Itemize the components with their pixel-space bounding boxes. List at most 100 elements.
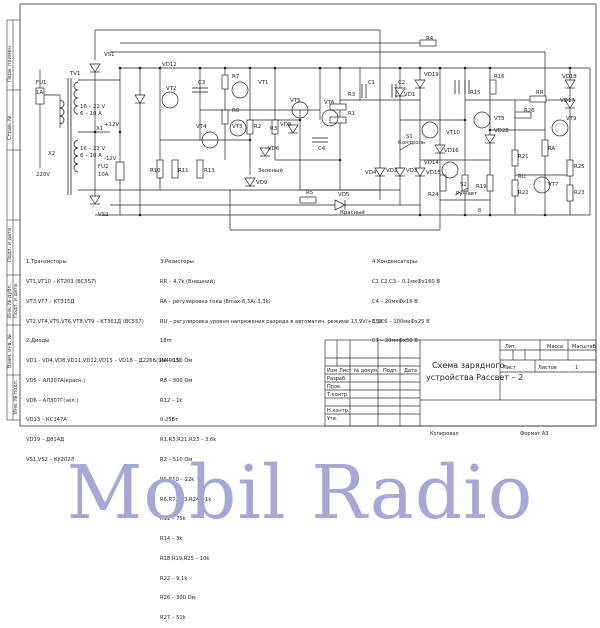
note-line: R26 – 300 Ом [160,595,196,602]
label-s2: S2 [460,182,467,188]
thyristor-vs2 [89,195,101,205]
tb-scale: Масштаб [572,344,596,350]
label-x1: X1 [96,126,103,132]
page-frame [19,3,597,427]
label-r10: R10 [150,168,161,174]
tb-title-line2: устройства Рассвет – 2 [426,373,523,382]
capacitors [192,80,470,143]
stamp-vzam: Взам. инв. № [7,333,13,368]
stamp-podl: Инв. № подл. [13,379,19,414]
label-vt3: VT3 [232,124,242,130]
label-vt9: VT9 [566,116,577,122]
switch-s1 [399,142,413,151]
fuse-fu2 [115,161,125,181]
transformer-tv1 [59,78,79,195]
label-r16: R16 [494,74,505,80]
label-vd1: VD1 [404,92,415,98]
label-c2: C2 [398,80,405,86]
label-vd28: VD28 [494,128,509,134]
label-r15: R15 [470,90,481,96]
notes-transistors-diodes: 1.Транзисторы VT1,VT10 – КТ203 (BC557) V… [26,246,181,470]
label-vd3: VD3 [406,168,417,174]
label-vt7: VT7 [548,182,558,188]
note-line: VT2,VT4,VT5,VT6,VT8,VT9 – КТ361Д (BC557) [26,318,144,325]
label-vd8: VD8 [280,122,292,128]
label-vd12: VD12 [162,62,177,68]
watermark-text: Mobil Radio [66,450,534,536]
note-line: R14 – 3k [160,536,183,543]
label-r5: R5 [306,190,313,196]
label-r13: R13 [204,168,215,174]
label-vd9: VD9 [256,180,268,186]
label-r11: R11 [178,168,189,174]
label-b: б [478,208,482,214]
stamp-dubl: Инв. № дубл. [7,283,13,318]
side-stamp-labels: Перв. примен. Справ. № Подп. и дата Инв.… [7,44,19,414]
label-winding1a: 16 – 22 V [80,104,106,110]
label-winding2a: 16 – 22 V [80,146,106,152]
transistors [161,81,569,194]
label-vs2: VS2 [98,212,109,218]
note-line: VS1,VS2 – КУ202Л [26,457,75,463]
note-line: R2 – 510 Ом [160,457,193,463]
notes-resistors: 3.Резисторы RR – 4,7k (Внешний) RA – рег… [160,246,383,628]
note-line: R12 – 1k [160,397,183,404]
resistors [156,39,574,204]
note-line: C7 – 20мкФх50 В [372,338,418,345]
tb-role-utv: Утв. [327,416,338,422]
label-vd18: VD18 [562,74,577,80]
label-r3r1-a: R3 [270,126,277,132]
label-r3: R3 [348,92,355,98]
label-auto: Руч/авт [456,191,477,197]
note-line: 18m [160,338,172,345]
label-vd19: VD19 [424,72,439,78]
label-vt2: VT2 [166,86,176,92]
label-fu1-rating: 1A [36,90,43,96]
label-ra: RA [548,146,556,152]
tb-format: Формат А3 [520,431,548,437]
tb-copied: Копировал [430,431,459,437]
label-r19: R19 [476,184,487,190]
tb-role-nkontr: Н.контр. [327,408,350,414]
note-line: R5,R10 – 22k [160,476,195,483]
schematic-sheet: Перв. примен. Справ. № Подп. и дата Инв.… [6,3,597,621]
note-line: R4 – 150 Ом [160,358,193,365]
tb-lit: Лит. [505,344,517,350]
note-line: RU – регулировка уровня напряжения разря… [160,318,384,325]
note-line: VT3,VT7 – КТ315Д [26,298,75,305]
note-line: 0.25Вт [160,417,179,424]
label-fu1: FU1 [36,80,46,86]
note-line: 2.Диоды [26,338,50,345]
label-ru: RU [518,174,526,180]
label-r24: R24 [428,192,439,198]
thyristor-vs1 [89,63,101,73]
label-kontrol: Контроль [398,140,425,146]
note-line: C5,C6 – 100мкФх25 В [372,318,430,325]
note-line: R6,R7,R13,R24 – 1k [160,496,212,503]
stamp-podp1: Подп. и дата [7,228,13,262]
tb-title: Схема зарядного устройства Рассвет – 2 [426,361,523,382]
component-labels: FU1 1A TV1 VS1 VS2 X1 X2 220V 16 – 22 V … [36,36,585,218]
label-r21: R21 [518,154,529,160]
note-line: VD6 – АЛ307Г(зел.) [26,397,79,404]
label-r4-top: R4 [426,36,434,42]
stamp-sprav: Справ. № [7,115,13,140]
label-vd4: VD4 [365,170,377,176]
tb-col-podp: Подп. [383,368,399,374]
label-r22: R22 [518,190,529,196]
label-fu2-rating: 10A [98,172,109,178]
tb-col-izm: Изм [327,368,337,374]
tb-title-line1: Схема зарядного [432,361,505,370]
label-winding2b: 6 – 10 A [80,153,102,159]
label-red: Красный [340,209,365,216]
label-winding1b: 6 – 10 A [80,111,102,117]
label-r1: R1 [348,111,355,117]
tb-col-doc: № докум. [354,368,379,374]
label-vd17: VD17 [560,98,575,104]
title-block [324,339,597,427]
label-vd5: VD5 [338,192,349,198]
label-r7: R7 [232,74,239,80]
note-line: C1,C2,C3 – 0,1мкФх160 В [372,278,440,285]
label-vd6: VD6 [268,146,280,152]
note-line: R27 – 51k [160,615,186,622]
